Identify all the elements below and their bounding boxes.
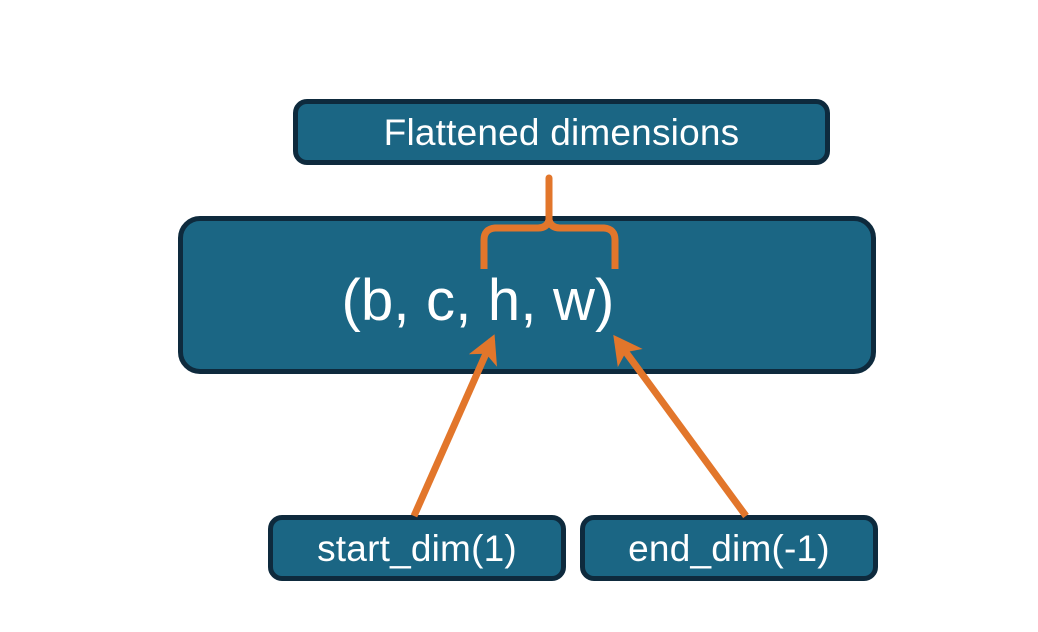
end-dim-box[interactable]: end_dim(-1) (580, 515, 878, 581)
start-dim-box[interactable]: start_dim(1) (268, 515, 566, 581)
end-dim-label: end_dim(-1) (628, 527, 830, 569)
start-dim-label: start_dim(1) (317, 527, 517, 569)
flattened-dimensions-label: Flattened dimensions (383, 111, 740, 153)
tensor-shape-label: (b, c, h, w) (341, 268, 615, 333)
tensor-shape-box[interactable]: (b, c, h, w) (178, 216, 876, 374)
flattened-dimensions-box[interactable]: Flattened dimensions (293, 99, 830, 165)
